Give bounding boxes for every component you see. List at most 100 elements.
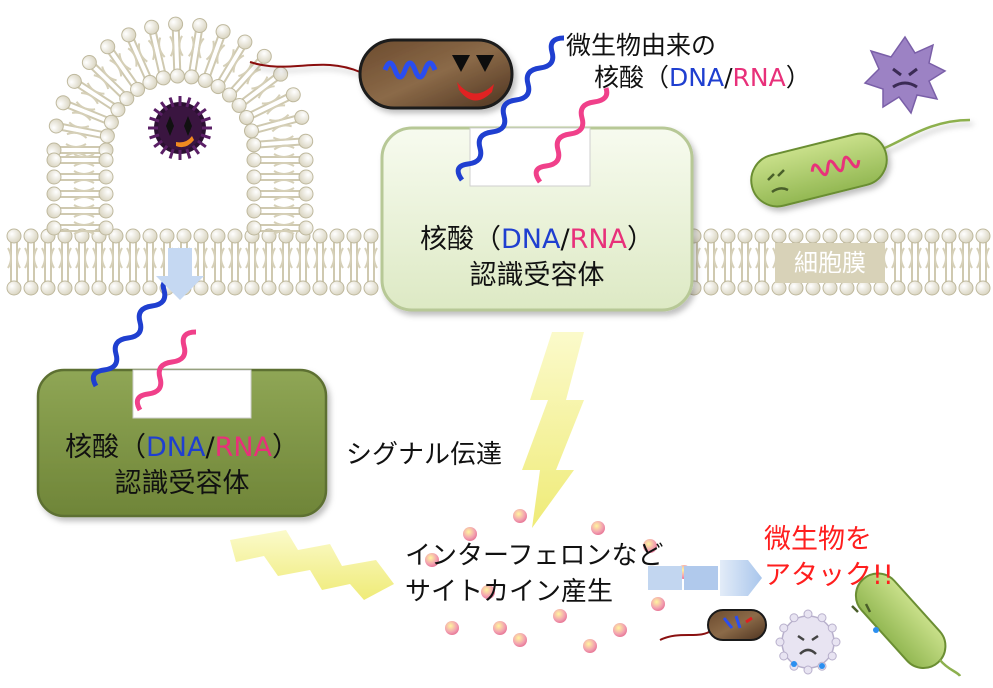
lipid-icon [46, 186, 114, 202]
lipid-icon [243, 109, 310, 139]
cytokine-dot [583, 639, 597, 653]
lipid-icon [720, 228, 736, 296]
lipid-icon [329, 228, 345, 296]
signal-transduction-label: シグナル伝達 [346, 440, 503, 470]
receptor-top-suffix: ） [627, 224, 654, 255]
lipid-icon [737, 228, 753, 296]
signal-arrow-horizontal [230, 530, 394, 600]
attack-label: 微生物を アタック!! [764, 522, 894, 594]
lipid-icon [246, 152, 314, 168]
lipid-icon [295, 228, 311, 296]
lipid-icon [907, 228, 923, 296]
lipid-icon [197, 24, 231, 88]
microbe-label-suffix: ） [785, 63, 811, 92]
lipid-icon [246, 169, 314, 185]
lipid-icon [108, 228, 124, 296]
receptor-top-prefix: 核酸（ [419, 224, 501, 255]
bacterium-green-icon [750, 118, 971, 208]
engulfed-virus-icon [148, 96, 212, 160]
receptor-left-line2: 認識受容体 [114, 468, 250, 499]
lipid-icon [246, 186, 314, 202]
lipid-icon [46, 169, 114, 185]
lipid-icon [312, 228, 328, 296]
receptor-top-line1: 核酸（DNA/RNA） [382, 222, 692, 258]
cytokine-dot [553, 609, 567, 623]
rna-helix-left [134, 329, 197, 412]
lipid-icon [703, 228, 719, 296]
lipid-icon [193, 228, 209, 296]
receptor-left-label: 核酸（DNA/RNA） 認識受容体 [38, 430, 326, 502]
bacterium-brown-damaged-icon [659, 609, 767, 641]
cytokine-dot [613, 623, 627, 637]
lipid-icon [261, 228, 277, 296]
lipid-icon [890, 228, 906, 296]
cytokine-label: インターフェロンなど サイトカイン産生 [405, 538, 663, 610]
lipid-icon [91, 228, 107, 296]
lipid-icon [941, 228, 957, 296]
lipid-icon [239, 87, 301, 126]
membrane-label: 細胞膜 [775, 243, 885, 283]
lipid-icon [246, 133, 314, 153]
receptor-top-rna: RNA [569, 224, 627, 255]
attack-line2: アタック!! [764, 560, 894, 591]
down-arrow-icon [156, 248, 204, 300]
receptor-box-left [36, 368, 328, 518]
lipid-icon [210, 228, 226, 296]
lipid-icon [55, 95, 119, 130]
cytokine-dot [591, 521, 605, 535]
attack-line1: 微生物を [764, 524, 872, 555]
lipid-icon [246, 203, 314, 219]
lipid-icon [46, 203, 114, 219]
bacterium-green-damaged-icon [851, 572, 962, 677]
microbe-nucleic-acid-label: 微生物由来の 核酸（DNA/RNA） [566, 30, 811, 94]
receptor-left-prefix: 核酸（ [64, 432, 146, 463]
cytokine-dot [463, 527, 477, 541]
cytokine-line1: インターフェロンなど [405, 541, 664, 571]
lipid-icon [6, 228, 22, 296]
lipid-icon [975, 228, 991, 296]
cytokine-dot [493, 621, 507, 635]
dna-helix-left [90, 275, 179, 388]
microbe-label-rna: RNA [732, 63, 786, 92]
lipid-icon [81, 54, 135, 107]
dna-helix-top [455, 35, 565, 182]
microbe-label-line1: 微生物由来の [566, 31, 717, 60]
rna-helix-top [533, 87, 610, 184]
lipid-icon [184, 18, 208, 85]
receptor-left-dna: DNA [145, 432, 206, 463]
signal-arrow-vertical [522, 332, 584, 528]
lipid-icon [244, 228, 260, 296]
lipid-icon [46, 220, 114, 236]
lipid-icon [23, 228, 39, 296]
lipid-icon [48, 118, 115, 144]
lipid-icon [125, 228, 141, 296]
receptor-left-line1: 核酸（DNA/RNA） [38, 430, 326, 466]
lipid-icon [346, 228, 362, 296]
lipid-icon [46, 152, 114, 168]
microbe-label-slash: / [724, 63, 733, 92]
receptor-left-rna: RNA [214, 432, 272, 463]
lipid-icon [363, 228, 379, 296]
lipid-icon [142, 228, 158, 296]
lipid-icon [278, 228, 294, 296]
lipid-icon [246, 220, 314, 236]
bacterium-brown-icon [249, 38, 514, 110]
lipid-icon [231, 66, 289, 113]
cell-membrane [6, 16, 991, 296]
lipid-icon [121, 27, 158, 90]
lipid-icon [924, 228, 940, 296]
cytokine-dot [425, 553, 439, 567]
cytokine-dots [425, 509, 691, 653]
receptor-top-slash: / [560, 224, 570, 255]
lipid-icon [40, 228, 56, 296]
cytokine-dot [445, 621, 459, 635]
attack-arrow-icon [648, 560, 762, 596]
microbe-label-line2: 核酸（DNA/RNA） [566, 62, 811, 94]
cytokine-dot [513, 509, 527, 523]
virus-sad-icon [775, 609, 841, 675]
cytokine-line2: サイトカイン産生 [405, 577, 614, 607]
receptor-top-dna: DNA [500, 224, 561, 255]
lipid-icon [227, 228, 243, 296]
microbe-label-dna: DNA [669, 63, 725, 92]
lipid-icon [754, 228, 770, 296]
